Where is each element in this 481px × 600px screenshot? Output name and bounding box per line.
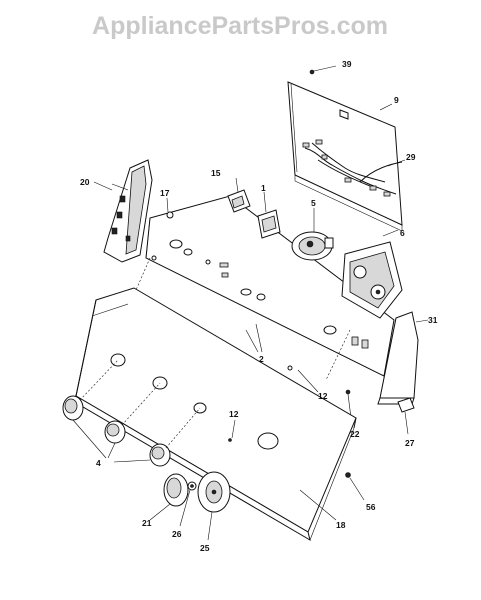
callout-20: 20 bbox=[80, 177, 90, 187]
callout-labels: 39 9 29 20 17 15 1 5 6 31 2 12 12 22 27 … bbox=[80, 59, 438, 553]
callout-12-upper: 12 bbox=[318, 391, 328, 401]
part-5-rotary-switch bbox=[291, 208, 334, 261]
part-9-rear-panel bbox=[287, 81, 403, 232]
callout-18: 18 bbox=[336, 520, 346, 530]
part-20-end-cap bbox=[103, 159, 153, 263]
callout-12-lower: 12 bbox=[229, 409, 239, 419]
part-56-screw bbox=[345, 472, 365, 501]
part-21-knob bbox=[149, 473, 189, 521]
callout-4: 4 bbox=[96, 458, 101, 468]
part-31-end-cap bbox=[377, 311, 429, 405]
callout-5: 5 bbox=[311, 198, 316, 208]
callout-6: 6 bbox=[400, 228, 405, 238]
part-4-knobs bbox=[62, 395, 171, 467]
part-27-clip bbox=[397, 397, 415, 435]
callout-56: 56 bbox=[366, 502, 376, 512]
part-25-dial bbox=[197, 471, 231, 541]
callout-26: 26 bbox=[172, 529, 182, 539]
callout-31: 31 bbox=[428, 315, 438, 325]
part-1-selector-switch bbox=[257, 191, 281, 239]
watermark: AppliancePartsPros.com bbox=[92, 12, 388, 40]
part-26-ring bbox=[179, 481, 197, 527]
callout-21: 21 bbox=[142, 518, 152, 528]
part-39-screw bbox=[309, 65, 337, 75]
callout-27: 27 bbox=[405, 438, 415, 448]
part-17-control-plate bbox=[145, 195, 395, 377]
callout-2: 2 bbox=[259, 354, 264, 364]
part-15-switch bbox=[227, 177, 251, 213]
callout-1: 1 bbox=[261, 183, 266, 193]
callout-9: 9 bbox=[394, 95, 399, 105]
callout-25: 25 bbox=[200, 543, 210, 553]
callout-22: 22 bbox=[350, 429, 360, 439]
part-18-console-panel bbox=[75, 287, 357, 542]
callout-39: 39 bbox=[342, 59, 352, 69]
part-6-timer bbox=[341, 229, 403, 319]
callout-15: 15 bbox=[211, 168, 221, 178]
callout-29: 29 bbox=[406, 152, 416, 162]
callout-17: 17 bbox=[160, 188, 170, 198]
